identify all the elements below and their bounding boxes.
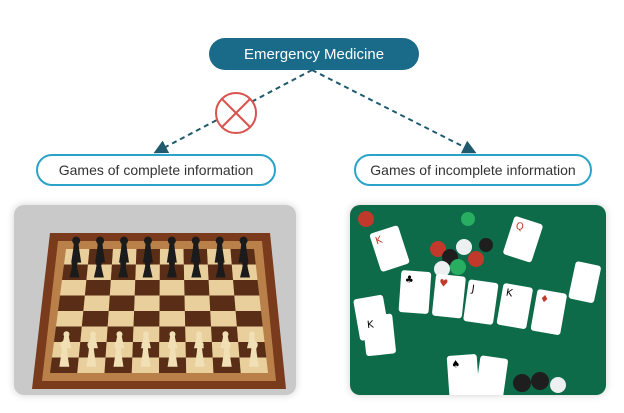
svg-text:K: K bbox=[374, 235, 384, 248]
svg-text:J: J bbox=[470, 284, 475, 295]
svg-text:♥: ♥ bbox=[439, 278, 449, 290]
svg-text:K: K bbox=[505, 288, 514, 300]
branch-incomplete-information-label: Games of incomplete information bbox=[370, 162, 576, 178]
svg-text:Q: Q bbox=[514, 221, 525, 234]
chess-board-image bbox=[14, 205, 296, 395]
svg-text:♦: ♦ bbox=[539, 294, 550, 306]
poker-table-image: K Q ♣ ♥ J K ♦ K ♠ bbox=[350, 205, 606, 395]
branch-incomplete-information: Games of incomplete information bbox=[354, 154, 592, 186]
svg-text:♣: ♣ bbox=[404, 274, 414, 286]
root-node-label: Emergency Medicine bbox=[243, 45, 385, 63]
arrow-to-incomplete-info bbox=[311, 69, 477, 154]
chess-pieces bbox=[59, 236, 259, 367]
root-node: Emergency Medicine bbox=[209, 38, 419, 70]
branch-complete-information: Games of complete information bbox=[36, 154, 276, 186]
cross-circle-icon bbox=[215, 92, 257, 134]
chess-squares bbox=[50, 249, 268, 373]
arrow-to-complete-info bbox=[153, 69, 313, 154]
svg-text:K: K bbox=[367, 319, 375, 331]
playing-cards: K Q ♣ ♥ J K ♦ K ♠ bbox=[353, 216, 601, 395]
svg-text:♠: ♠ bbox=[451, 359, 461, 371]
poker-chips bbox=[358, 211, 566, 393]
branch-complete-information-label: Games of complete information bbox=[58, 162, 254, 178]
